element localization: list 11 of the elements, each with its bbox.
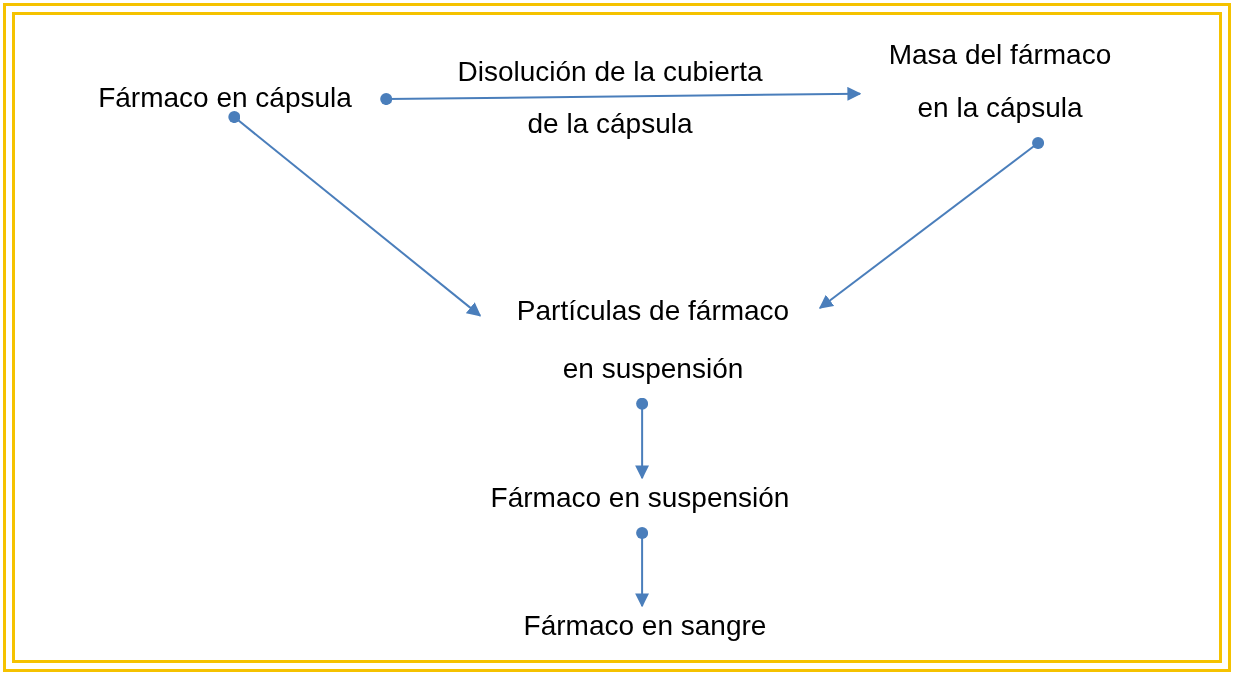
arrow	[380, 86, 862, 106]
node-text: Fármaco en suspensión	[490, 481, 790, 515]
node-text: Fármaco en sangre	[523, 609, 767, 643]
arrow	[818, 137, 1045, 309]
node-text: Partículas de fármaco en suspensión	[515, 294, 791, 386]
arrow	[635, 527, 650, 608]
arrow	[635, 397, 650, 480]
edge-label: Disolución de la cubierta de la cápsula	[456, 55, 764, 141]
node-text: Masa del fármaco en la cápsula	[887, 38, 1113, 125]
node-text: Fármaco en cápsula	[98, 81, 352, 115]
arrow	[228, 111, 482, 317]
